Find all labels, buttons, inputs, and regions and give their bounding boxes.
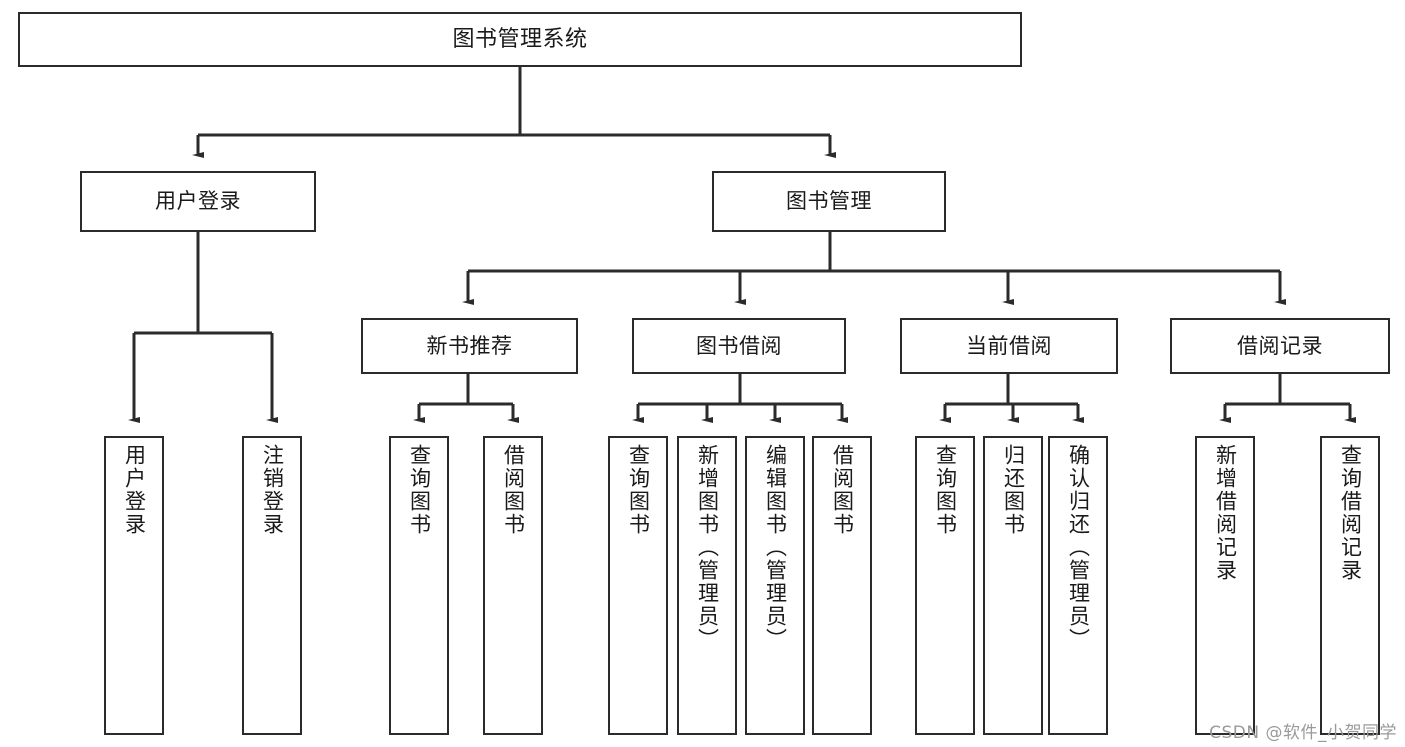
node-leaf-return-book[interactable]: 归还图书	[983, 436, 1043, 735]
node-user-login-label: 用户登录	[155, 189, 241, 214]
node-leaf-borrow-book-2-label: 借阅图书	[830, 444, 855, 536]
node-leaf-add-book[interactable]: 新增图书（管理员）	[677, 436, 737, 735]
node-leaf-query-record[interactable]: 查询借阅记录	[1320, 436, 1380, 735]
node-user-login[interactable]: 用户登录	[80, 171, 316, 232]
node-root[interactable]: 图书管理系统	[18, 12, 1022, 67]
node-leaf-add-record-label: 新增借阅记录	[1213, 444, 1238, 582]
node-leaf-query-book-1[interactable]: 查询图书	[389, 436, 449, 735]
node-leaf-query-book-1-label: 查询图书	[407, 444, 432, 536]
node-book-borrow-label: 图书借阅	[696, 333, 782, 358]
node-book-manage[interactable]: 图书管理	[712, 171, 946, 232]
node-leaf-borrow-book-2[interactable]: 借阅图书	[812, 436, 872, 735]
node-leaf-query-book-3-label: 查询图书	[933, 444, 958, 536]
node-borrow-record-label: 借阅记录	[1237, 333, 1323, 358]
node-leaf-add-record[interactable]: 新增借阅记录	[1195, 436, 1255, 735]
node-root-label: 图书管理系统	[452, 26, 588, 52]
node-leaf-user-login-label: 用户登录	[122, 444, 147, 536]
node-leaf-logout-label: 注销登录	[260, 444, 285, 536]
node-new-book-rec-label: 新书推荐	[426, 333, 513, 358]
node-leaf-borrow-book-1[interactable]: 借阅图书	[483, 436, 543, 735]
node-current-borrow[interactable]: 当前借阅	[900, 318, 1118, 374]
node-leaf-user-login[interactable]: 用户登录	[104, 436, 164, 735]
node-current-borrow-label: 当前借阅	[966, 333, 1052, 358]
node-leaf-add-book-label: 新增图书（管理员）	[695, 444, 720, 651]
node-leaf-return-book-label: 归还图书	[1001, 444, 1026, 536]
node-new-book-rec[interactable]: 新书推荐	[361, 318, 578, 374]
node-leaf-confirm-return[interactable]: 确认归还（管理员）	[1048, 436, 1108, 735]
node-borrow-record[interactable]: 借阅记录	[1170, 318, 1390, 374]
node-leaf-query-book-3[interactable]: 查询图书	[915, 436, 975, 735]
node-leaf-edit-book-label: 编辑图书（管理员）	[763, 444, 788, 651]
node-leaf-query-record-label: 查询借阅记录	[1338, 444, 1363, 582]
node-book-borrow[interactable]: 图书借阅	[632, 318, 846, 374]
node-book-manage-label: 图书管理	[786, 189, 872, 214]
node-leaf-edit-book[interactable]: 编辑图书（管理员）	[745, 436, 805, 735]
node-leaf-logout[interactable]: 注销登录	[242, 436, 302, 735]
node-leaf-confirm-return-label: 确认归还（管理员）	[1066, 444, 1091, 651]
node-leaf-borrow-book-1-label: 借阅图书	[501, 444, 526, 536]
node-leaf-query-book-2[interactable]: 查询图书	[608, 436, 668, 735]
node-leaf-query-book-2-label: 查询图书	[626, 444, 651, 536]
